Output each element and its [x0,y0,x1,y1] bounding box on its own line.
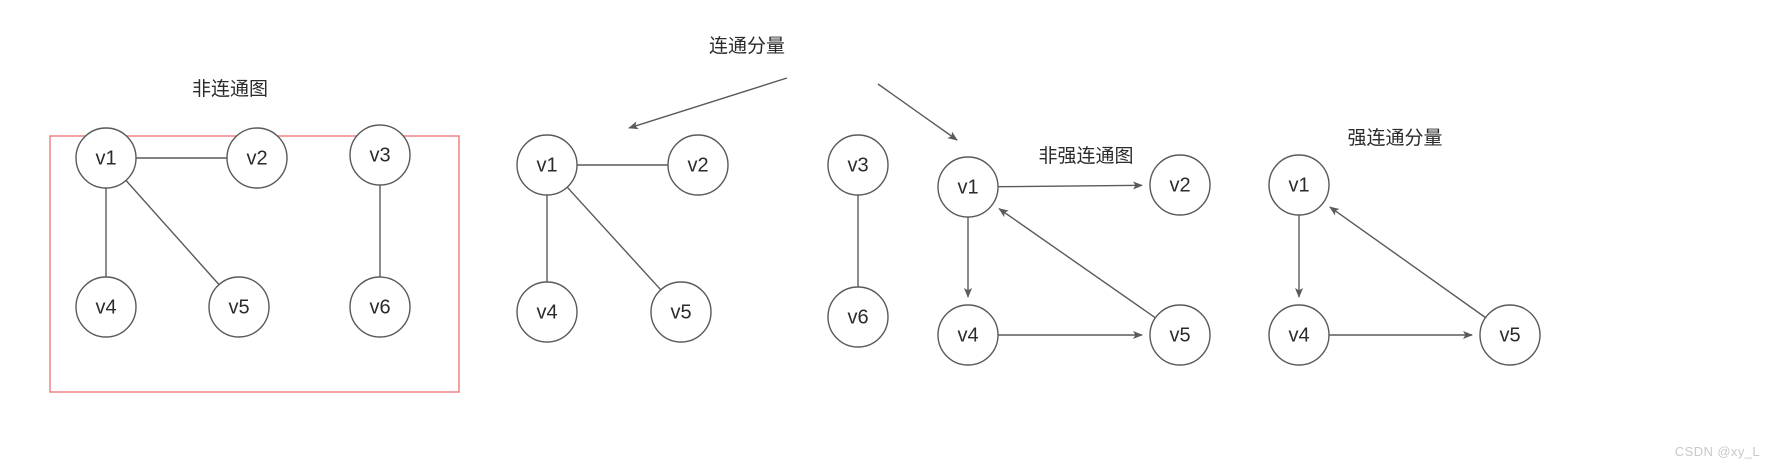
node-label-v4: v4 [536,301,557,323]
node-v4[interactable]: v4 [516,281,578,343]
node-circle-v1[interactable] [516,134,578,196]
node-v3[interactable]: v3 [827,134,889,196]
edge-v5-v1 [998,208,1156,319]
node-v1[interactable]: v1 [1268,154,1330,216]
node-v1[interactable]: v1 [937,156,999,218]
node-circle-v2[interactable] [1149,154,1211,216]
node-v2[interactable]: v2 [667,134,729,196]
node-circle-v3[interactable] [349,124,411,186]
node-label-v1: v1 [95,147,116,169]
callout-arrow-2 [877,83,958,141]
node-circle-v5[interactable] [208,276,270,338]
node-v2[interactable]: v2 [226,127,288,189]
panel-title: 连通分量 [709,35,785,57]
panel-title: 非强连通图 [1038,145,1133,167]
node-v5[interactable]: v5 [208,276,270,338]
node-circle-v1[interactable] [75,127,137,189]
watermark: CSDN @xy_L [1674,444,1760,459]
node-label-v6: v6 [847,306,868,328]
panel-non-strongly-connected-digraph: 非强连通图 v1 v2 v4 v5 [937,145,1211,366]
edge-v5-v1 [1329,206,1486,319]
node-v1[interactable]: v1 [75,127,137,189]
node-label-v5: v5 [670,301,691,323]
node-circle-v2[interactable] [667,134,729,196]
panel-disconnected-graph: 非连通图 v1 v2 v3 v4 v5 v6 [49,78,460,393]
node-label-v1: v1 [1288,174,1309,196]
node-v4[interactable]: v4 [1268,304,1330,366]
node-label-v2: v2 [1169,174,1190,196]
node-circle-v1[interactable] [937,156,999,218]
node-v3[interactable]: v3 [349,124,411,186]
edge-v1-v5 [566,186,662,291]
node-label-v2: v2 [246,147,267,169]
node-v6[interactable]: v6 [827,286,889,348]
node-circle-v1[interactable] [1268,154,1330,216]
node-label-v5: v5 [1169,324,1190,346]
panel-title: 非连通图 [192,78,268,100]
panel-title: 强连通分量 [1347,127,1442,149]
node-label-v6: v6 [369,296,390,318]
node-circle-v6[interactable] [827,286,889,348]
node-circle-v5[interactable] [1149,304,1211,366]
node-label-v4: v4 [1288,324,1309,346]
node-circle-v3[interactable] [827,134,889,196]
node-circle-v4[interactable] [937,304,999,366]
node-circle-v5[interactable] [650,281,712,343]
node-v1[interactable]: v1 [516,134,578,196]
node-v5[interactable]: v5 [1479,304,1541,366]
edge-v1-v2 [997,181,1144,190]
panel-strongly-connected-component: 强连通分量 v1 v4 v5 [1268,127,1541,366]
node-v2[interactable]: v2 [1149,154,1211,216]
node-label-v1: v1 [957,176,978,198]
node-label-v2: v2 [687,154,708,176]
node-circle-v4[interactable] [516,281,578,343]
node-circle-v4[interactable] [1268,304,1330,366]
node-circle-v2[interactable] [226,127,288,189]
node-circle-v4[interactable] [75,276,137,338]
node-label-v1: v1 [536,154,557,176]
edge-v1-v5 [125,179,220,286]
node-label-v4: v4 [957,324,978,346]
node-label-v3: v3 [369,144,390,166]
node-v5[interactable]: v5 [1149,304,1211,366]
node-circle-v5[interactable] [1479,304,1541,366]
panel-connected-components: 连通分量 v1 v2 v3 v4 v5 v6 [516,35,958,348]
node-label-v3: v3 [847,154,868,176]
node-label-v4: v4 [95,296,116,318]
callout-arrow-1 [628,77,788,130]
node-v4[interactable]: v4 [937,304,999,366]
node-label-v5: v5 [1499,324,1520,346]
node-v6[interactable]: v6 [349,276,411,338]
node-label-v5: v5 [228,296,249,318]
node-v4[interactable]: v4 [75,276,137,338]
node-v5[interactable]: v5 [650,281,712,343]
node-circle-v6[interactable] [349,276,411,338]
